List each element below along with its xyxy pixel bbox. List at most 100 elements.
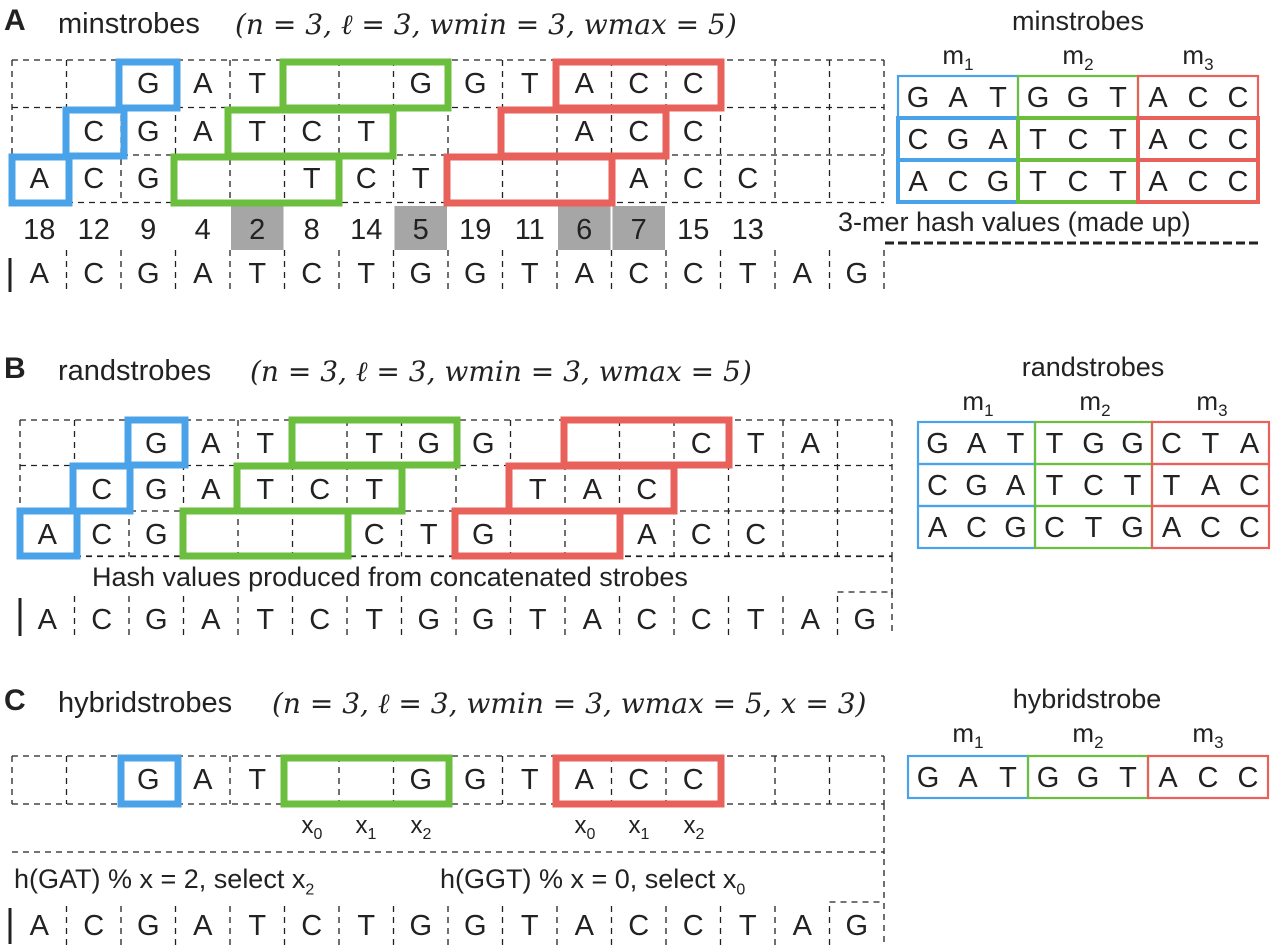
panel-b-params: (n = 3, ℓ = 3, wmin = 3, wmax = 5): [250, 355, 752, 388]
nucleotide: C: [682, 115, 704, 148]
nucleotide: C: [682, 910, 704, 942]
nucleotide: A: [193, 258, 213, 290]
nucleotide: G: [409, 764, 433, 796]
nucleotide: A: [193, 115, 213, 148]
strobe-label: m1: [952, 718, 984, 753]
nucleotide: C: [91, 519, 113, 551]
table-nucleotide: G: [965, 470, 988, 502]
table-nucleotide: G: [1082, 428, 1105, 460]
table-nucleotide: A: [1161, 512, 1182, 544]
table-nucleotide: G: [1121, 512, 1144, 544]
table-nucleotide: A: [1200, 470, 1221, 502]
table-nucleotide: G: [1036, 762, 1060, 794]
nucleotide: A: [201, 604, 221, 636]
offset-label: x1: [628, 812, 650, 843]
nucleotide: T: [520, 258, 539, 290]
nucleotide: [293, 422, 348, 466]
nucleotide: [565, 513, 620, 557]
nucleotide: [783, 513, 838, 557]
nucleotide: G: [853, 604, 877, 636]
nucleotide: A: [193, 764, 213, 796]
nucleotide: A: [193, 68, 213, 100]
table-nucleotide: C: [1237, 762, 1259, 794]
strobe-box-blue: [117, 754, 182, 808]
nucleotide: T: [746, 604, 765, 636]
nucleotide: A: [193, 910, 213, 942]
table-nucleotide: C: [966, 512, 987, 544]
hash-value: 6: [576, 214, 593, 246]
nucleotide: G: [136, 68, 160, 100]
nucleotide: A: [800, 604, 820, 636]
table-nucleotide: T: [1109, 82, 1127, 114]
nucleotide: [721, 62, 776, 106]
nucleotide: C: [309, 473, 331, 506]
nucleotide: G: [136, 163, 160, 195]
nucleotide: [230, 157, 285, 201]
nucleotide: A: [582, 604, 602, 636]
nucleotide: T: [256, 473, 275, 506]
nucleotide: A: [637, 519, 657, 551]
nucleotide: [184, 513, 239, 557]
nucleotide: C: [83, 115, 105, 148]
strobe-label: m3: [1192, 718, 1224, 753]
nucleotide: T: [365, 428, 384, 460]
table-nucleotide: A: [988, 124, 1008, 156]
nucleotide: C: [628, 764, 650, 796]
table-nucleotide: T: [999, 762, 1017, 794]
table-nucleotide: C: [1197, 762, 1219, 794]
table-nucleotide: A: [958, 762, 978, 794]
nucleotide: A: [792, 258, 812, 290]
nucleotide: T: [357, 115, 376, 148]
nucleotide: G: [463, 68, 487, 100]
nucleotide: T: [738, 258, 757, 290]
nucleotide: [557, 157, 612, 201]
table-nucleotide: C: [1227, 166, 1249, 198]
table-nucleotide: T: [1045, 470, 1064, 502]
nucleotide: [394, 110, 449, 154]
table-nucleotide: C: [1044, 512, 1065, 544]
nucleotide: A: [29, 258, 49, 290]
table-nucleotide: T: [1119, 762, 1137, 794]
nucleotide: [674, 468, 729, 512]
hybrid-note-1: h(GAT) % x = 2, select x2: [14, 864, 315, 899]
nucleotide: G: [471, 428, 495, 460]
table-nucleotide: C: [1067, 166, 1089, 198]
table-nucleotide: C: [1187, 124, 1209, 156]
nucleotide: T: [528, 473, 547, 506]
nucleotide: T: [365, 604, 384, 636]
strobe-label: m2: [1072, 718, 1104, 753]
panel-a-title: minstrobes: [58, 8, 200, 40]
nucleotide: T: [248, 258, 267, 290]
nucleotide: G: [845, 258, 869, 290]
hash-highlight: [612, 206, 665, 250]
table-c-header: hybridstrobe: [1012, 684, 1162, 714]
table-nucleotide: A: [927, 512, 948, 544]
nucleotide: T: [248, 764, 267, 796]
nucleotide: C: [690, 604, 712, 636]
table-nucleotide: G: [986, 166, 1010, 198]
nucleotide: T: [419, 519, 438, 551]
nucleotide: C: [628, 115, 650, 148]
nucleotide: A: [800, 428, 820, 460]
table-nucleotide: C: [1161, 428, 1182, 460]
table-nucleotide: T: [1029, 166, 1047, 198]
nucleotide: [830, 110, 885, 154]
nucleotide: A: [37, 519, 57, 551]
hash-value: 15: [677, 214, 710, 246]
table-a-header: minstrobes: [1011, 6, 1145, 36]
nucleotide: C: [737, 163, 759, 195]
nucleotide: G: [471, 604, 495, 636]
table-nucleotide: A: [1148, 166, 1168, 198]
nucleotide: [12, 62, 67, 106]
table-cell-group: [1150, 504, 1271, 550]
table-nucleotide: G: [1076, 762, 1100, 794]
table-nucleotide: G: [1121, 428, 1144, 460]
strobe-box-green: [280, 754, 453, 808]
strobe-box-blue: [8, 153, 73, 207]
nucleotide: G: [136, 115, 160, 148]
nucleotide: [565, 422, 620, 466]
nucleotide: A: [201, 428, 221, 460]
strobe-label: m3: [1196, 386, 1228, 421]
hash-value: 13: [731, 214, 764, 246]
